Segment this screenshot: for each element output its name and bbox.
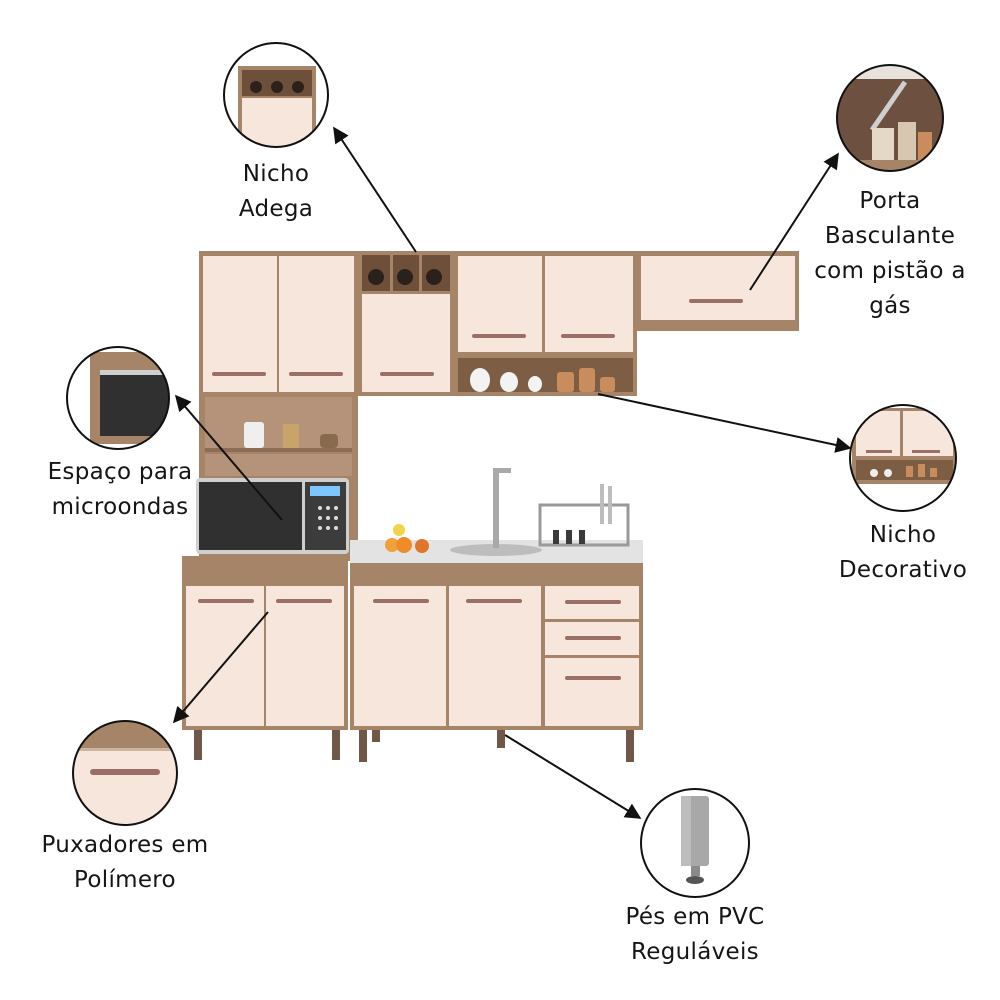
handle <box>561 334 615 338</box>
arrow-pes-pvc <box>504 734 642 819</box>
upper-left-door-b <box>279 256 354 392</box>
jar <box>244 422 264 448</box>
arrow-puxadores <box>172 611 269 724</box>
handle <box>689 299 743 303</box>
arrow-microondas <box>174 394 283 521</box>
handle <box>565 676 621 680</box>
callout-image-pes-pvc <box>640 788 750 898</box>
flip-up-door <box>641 256 795 320</box>
handle <box>212 372 266 376</box>
decor-item <box>283 424 299 448</box>
handle <box>198 599 254 603</box>
handle <box>289 372 343 376</box>
handle <box>466 599 522 603</box>
countertop <box>182 468 643 582</box>
handle <box>276 599 332 603</box>
callout-image-microondas <box>66 346 170 450</box>
arrow-nicho-adega <box>333 126 417 253</box>
handle <box>565 636 621 640</box>
cabinet-legs <box>194 730 634 762</box>
sink-bowl <box>450 544 542 556</box>
handle <box>472 334 526 338</box>
dish-rack <box>538 503 630 547</box>
lower-door <box>266 586 344 726</box>
callout-image-nicho-adega <box>223 42 329 148</box>
handle <box>380 372 434 376</box>
lower-cabinets <box>182 582 643 730</box>
microwave <box>196 478 349 554</box>
callout-arrows <box>172 126 852 819</box>
callout-image-nicho-decorativo <box>849 404 957 512</box>
handle <box>373 599 429 603</box>
lower-door <box>354 586 446 726</box>
callout-image-puxadores <box>72 720 178 826</box>
wine-unit-door <box>362 294 450 392</box>
callout-image-porta-basculante <box>836 64 944 172</box>
drawer <box>545 658 639 726</box>
lower-door <box>186 586 264 726</box>
faucet <box>493 468 499 548</box>
upper-cabinets <box>199 251 799 561</box>
arrow-nicho-decorativo <box>597 393 852 453</box>
arrow-porta-basculante <box>749 152 839 291</box>
decor-item <box>320 434 338 448</box>
lower-door <box>449 586 541 726</box>
upper-left-door-a <box>203 256 277 392</box>
handle <box>565 600 621 604</box>
